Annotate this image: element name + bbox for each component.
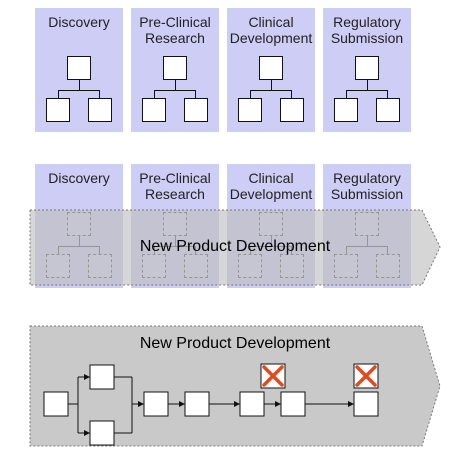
process-step-box bbox=[239, 391, 265, 417]
org-chart-connector bbox=[346, 90, 347, 98]
phase-label-line1: Discovery bbox=[48, 14, 110, 30]
cross-icon bbox=[355, 365, 377, 387]
org-chart-node bbox=[142, 98, 166, 122]
org-chart-node bbox=[46, 98, 70, 122]
phase-label: Clinical Development bbox=[227, 14, 315, 46]
phase-label: Clinical Development bbox=[227, 170, 315, 202]
phase-label: Discovery bbox=[35, 14, 123, 30]
arrowhead bbox=[348, 401, 354, 407]
arrowhead bbox=[84, 430, 90, 436]
flow-arrowheads bbox=[84, 374, 354, 436]
process-step-box bbox=[184, 391, 210, 417]
org-chart-node bbox=[355, 56, 379, 80]
org-chart-connector bbox=[195, 90, 196, 98]
phase-label: Pre-Clinical Research bbox=[131, 14, 219, 46]
phase-label-line1: Discovery bbox=[48, 170, 110, 186]
process-step-box bbox=[89, 420, 115, 446]
org-chart-connector bbox=[346, 90, 388, 91]
org-chart-connector bbox=[99, 90, 100, 98]
org-chart-node bbox=[334, 98, 358, 122]
phase-label-line1: Clinical bbox=[248, 14, 294, 30]
cross-icon bbox=[262, 365, 284, 387]
org-chart-node bbox=[376, 98, 400, 122]
cancelled-step-marker bbox=[260, 363, 286, 389]
org-chart-connector bbox=[250, 90, 251, 98]
process-step-box bbox=[353, 391, 379, 417]
org-chart-node bbox=[67, 56, 91, 80]
phase-label-line1: Pre-Clinical bbox=[139, 14, 211, 30]
arrowhead bbox=[275, 401, 281, 407]
org-chart-connector bbox=[271, 80, 272, 90]
phase-label-line2: Submission bbox=[330, 30, 404, 46]
phase-label: Regulatory Submission bbox=[323, 170, 411, 202]
org-chart-connector bbox=[250, 90, 292, 91]
org-chart-node bbox=[238, 98, 262, 122]
flow-steps bbox=[43, 364, 379, 446]
cancelled-step-marker bbox=[353, 363, 379, 389]
arrowhead bbox=[84, 374, 90, 380]
phase-label-line2: Research bbox=[145, 186, 205, 202]
org-chart-connector bbox=[175, 80, 176, 90]
arrowhead bbox=[234, 401, 240, 407]
process-step-box bbox=[43, 391, 69, 417]
org-chart-node bbox=[163, 56, 187, 80]
phase-label: Regulatory Submission bbox=[323, 14, 411, 46]
phase-label-line1: Pre-Clinical bbox=[139, 170, 211, 186]
org-chart-connector bbox=[367, 80, 368, 90]
org-chart-connector bbox=[291, 90, 292, 98]
org-chart-connector bbox=[154, 90, 155, 98]
arrow-title: New Product Development bbox=[139, 335, 331, 352]
process-step-box bbox=[89, 364, 115, 390]
phase-label-line1: Regulatory bbox=[333, 14, 401, 30]
phase-label: Discovery bbox=[35, 170, 123, 186]
phase-label-line2: Development bbox=[229, 186, 313, 202]
phase-label-line1: Regulatory bbox=[333, 170, 401, 186]
arrow-title: New Product Development bbox=[139, 238, 331, 255]
org-chart-node bbox=[184, 98, 208, 122]
phase-label-line2: Submission bbox=[330, 186, 404, 202]
org-chart-connector bbox=[58, 90, 59, 98]
org-chart-node bbox=[259, 56, 283, 80]
arrowhead bbox=[138, 401, 144, 407]
org-chart-connector bbox=[79, 80, 80, 90]
org-chart-connector bbox=[387, 90, 388, 98]
process-step-box bbox=[143, 391, 169, 417]
org-chart-connector bbox=[154, 90, 196, 91]
phase-label-line2: Research bbox=[145, 30, 205, 46]
arrowhead bbox=[179, 401, 185, 407]
phase-label: Pre-Clinical Research bbox=[131, 170, 219, 202]
org-chart-node bbox=[88, 98, 112, 122]
org-chart-connector bbox=[58, 90, 100, 91]
process-step-box bbox=[280, 391, 306, 417]
phase-label-line2: Development bbox=[229, 30, 313, 46]
org-chart-node bbox=[280, 98, 304, 122]
phase-label-line1: Clinical bbox=[248, 170, 294, 186]
